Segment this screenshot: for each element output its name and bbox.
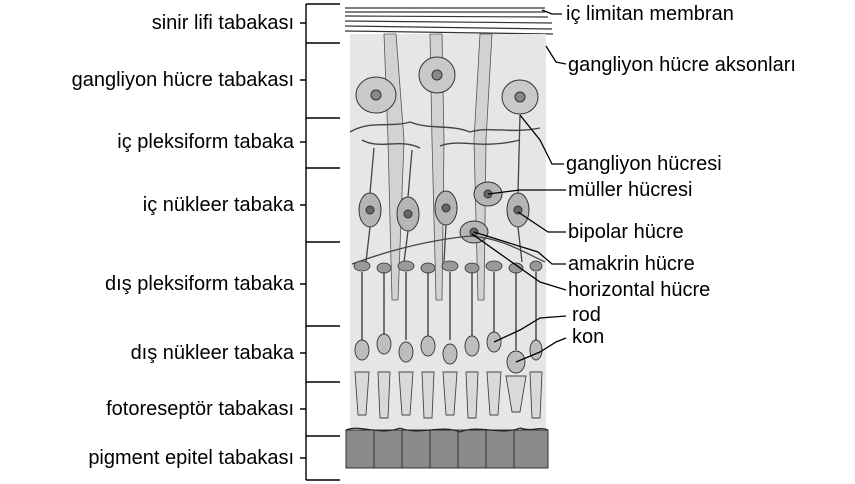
label-horizontal-hucre: horizontal hücre	[568, 279, 710, 301]
label-gangliyon-hucresi: gangliyon hücresi	[566, 153, 722, 175]
label-sinir-lifi: sinir lifi tabakası	[98, 12, 294, 34]
label-rod: rod	[572, 304, 601, 326]
label-ic-pleksiform: iç pleksiform tabaka	[40, 131, 294, 153]
nerve-fiber-lines	[345, 8, 553, 34]
photoreceptor-segments	[355, 372, 542, 418]
label-bipolar-hucre: bipolar hücre	[568, 221, 684, 243]
label-amakrin-hucre: amakrin hücre	[568, 253, 695, 275]
label-dis-nukleer: dış nükleer tabaka	[40, 342, 294, 364]
label-gangliyon-hucre-aksonlari: gangliyon hücre aksonları	[568, 54, 796, 76]
label-kon: kon	[572, 326, 604, 348]
label-ic-limitan-membran: iç limitan membran	[566, 3, 734, 25]
label-pigment-epitel: pigment epitel tabakası	[0, 447, 294, 469]
label-gangliyon-hucre-tabakasi: gangliyon hücre tabakası	[0, 69, 294, 91]
pigment-epithelium	[346, 428, 548, 468]
layer-brackets	[300, 4, 340, 480]
label-muller-hucresi: müller hücresi	[568, 179, 692, 201]
label-ic-nukleer: iç nükleer tabaka	[40, 194, 294, 216]
label-fotoreseptor: fotoreseptör tabakası	[20, 398, 294, 420]
label-dis-pleksiform: dış pleksiform tabaka	[20, 273, 294, 295]
